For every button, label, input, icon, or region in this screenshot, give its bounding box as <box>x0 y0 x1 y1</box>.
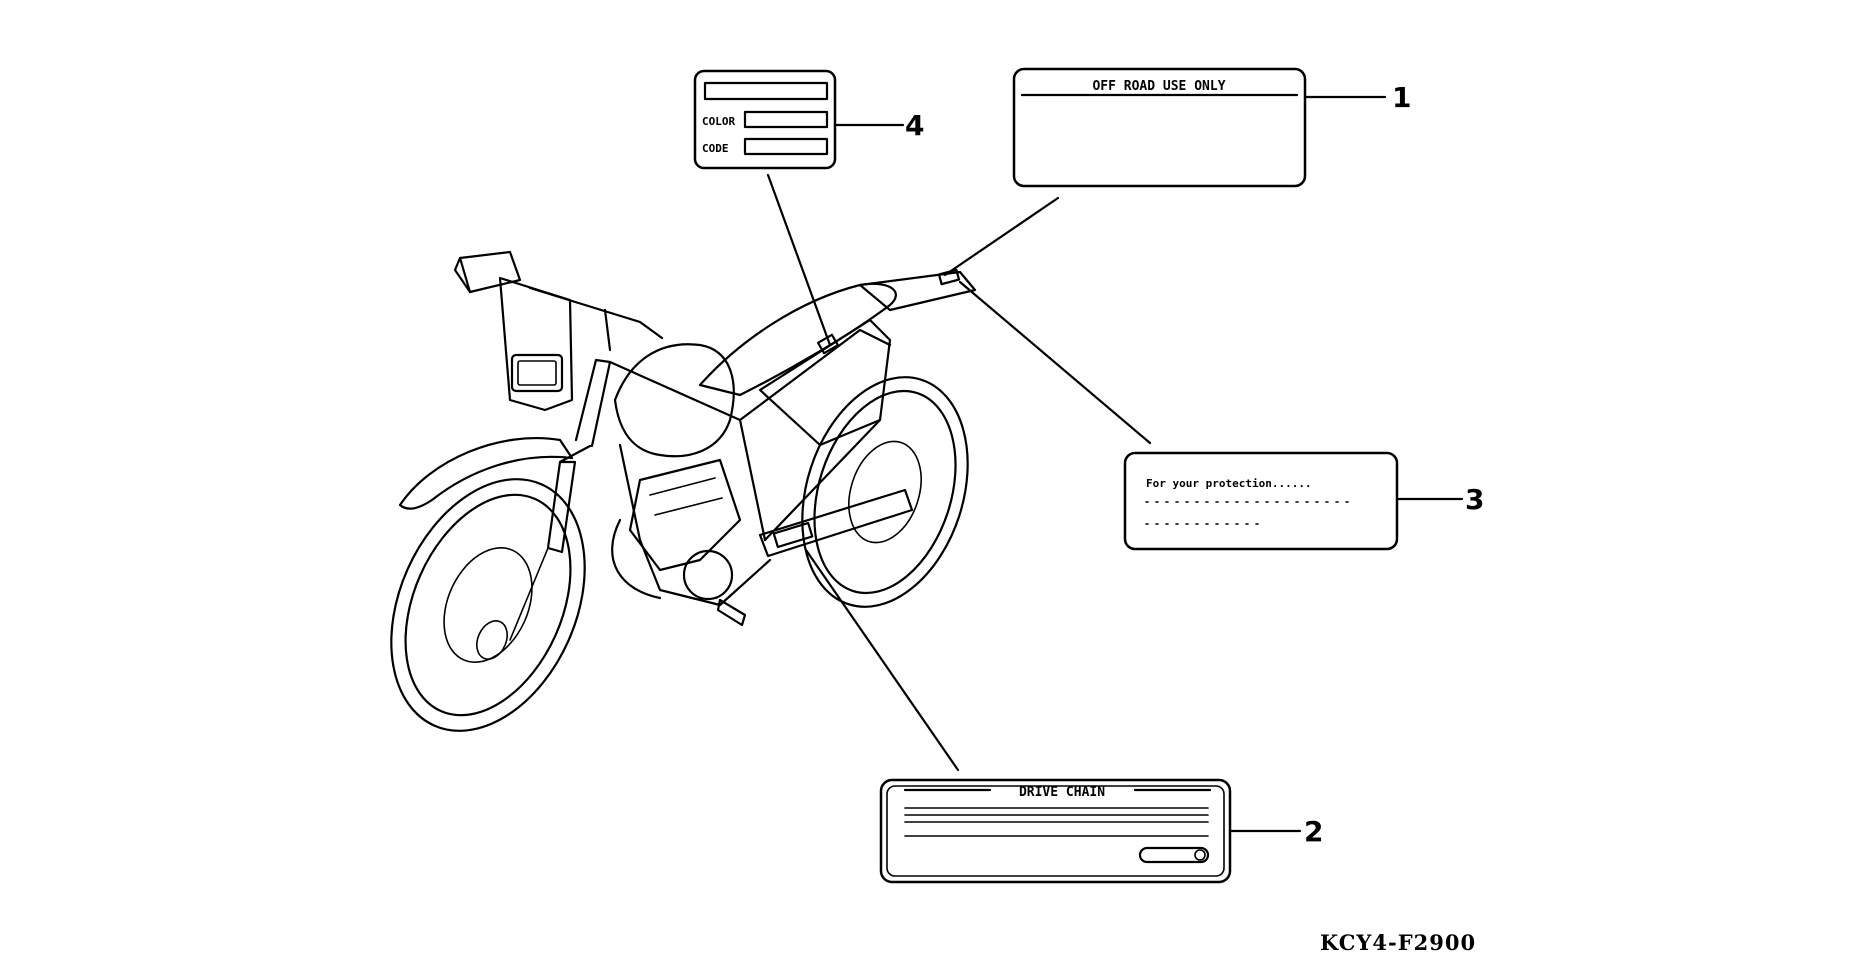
label-4-color-code: COLOR CODE 4 <box>693 69 924 170</box>
label-1-box <box>1012 67 1307 188</box>
label-4-field-code: CODE <box>702 142 729 155</box>
leader-line-4 <box>766 173 832 347</box>
label-3-title: For your protection...... <box>1146 477 1312 490</box>
label-4-mark <box>816 333 840 355</box>
label-2-title: DRIVE CHAIN <box>1019 785 1105 800</box>
swing-arm <box>758 488 914 558</box>
leader-line-2 <box>804 548 960 772</box>
exhaust-pipe <box>611 518 662 600</box>
footpeg <box>716 598 747 627</box>
fuel-tank <box>613 343 735 458</box>
motorcycle-drawing <box>390 250 977 732</box>
diagram-code: KCY4-F2900 <box>1320 930 1476 955</box>
callout-number-3: 3 <box>1465 483 1484 516</box>
engine <box>628 458 742 601</box>
label-2-drive-chain: DRIVE CHAIN 2 <box>879 778 1323 884</box>
rear-fender <box>858 270 977 312</box>
label-3-protection: For your protection...... 3 <box>1123 451 1484 551</box>
callout-number-4: 4 <box>905 109 924 142</box>
rear-wheel <box>801 376 969 608</box>
leader-line-3 <box>958 280 1152 445</box>
handlebar <box>528 286 664 352</box>
front-wheel <box>390 478 586 732</box>
frame <box>608 328 892 607</box>
label-1-off-road: OFF ROAD USE ONLY 1 <box>1012 67 1411 188</box>
leader-lines <box>766 173 1152 772</box>
label-1-mark <box>937 268 961 286</box>
leader-line-1 <box>943 196 1060 277</box>
callout-number-1: 1 <box>1392 81 1411 114</box>
front-fender <box>398 436 574 510</box>
seat <box>698 282 897 397</box>
label-3-box <box>1123 451 1399 551</box>
chain-adjuster-icon <box>1138 846 1210 864</box>
front-fork <box>509 358 612 641</box>
label-1-title: OFF ROAD USE ONLY <box>1092 79 1225 94</box>
callout-number-2: 2 <box>1304 815 1323 848</box>
headlight-plate <box>453 250 574 412</box>
label-4-field-color: COLOR <box>702 115 735 128</box>
chain-label-area <box>772 521 814 549</box>
label-4-box <box>693 69 837 170</box>
